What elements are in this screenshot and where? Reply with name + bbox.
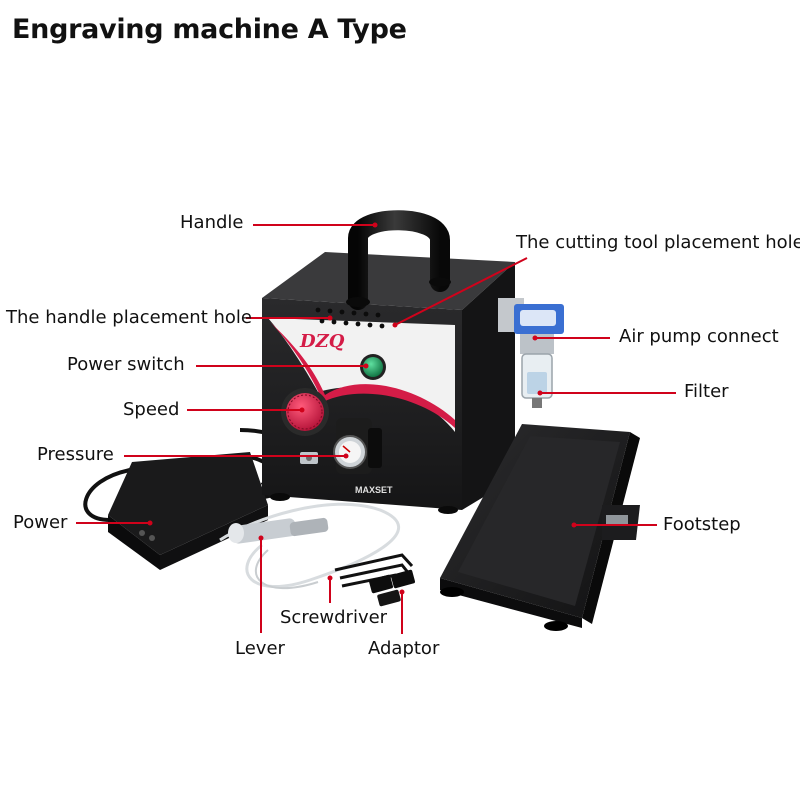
label-screwdriver: Screwdriver (280, 607, 388, 628)
label-footstep: Footstep (663, 514, 741, 535)
label-adaptor: Adaptor (368, 638, 440, 659)
label-pressure: Pressure (37, 444, 114, 465)
page-title: Engraving machine A Type (12, 14, 407, 45)
leader-lines (76, 222, 676, 634)
label-filter: Filter (684, 381, 729, 402)
label-handle: Handle (180, 212, 244, 233)
adaptor-image (369, 569, 415, 607)
foot-pedal-image (440, 424, 640, 631)
power-adapter-image (108, 452, 268, 570)
lever-handpiece-image (219, 502, 400, 590)
label-handle-hole: The handle placement hole (6, 307, 252, 328)
label-lever: Lever (235, 638, 285, 659)
leader-cutting-tool-hole (394, 257, 528, 326)
brand-logo: DZQ (299, 331, 345, 352)
brand-model: MAXSET (355, 485, 393, 495)
label-power-switch: Power switch (67, 354, 185, 375)
label-air-pump: Air pump connect (619, 326, 779, 347)
label-speed: Speed (123, 399, 180, 420)
engraving-machine-image (262, 210, 515, 514)
label-cutting-tool-hole: The cutting tool placement hole (516, 232, 800, 253)
label-power: Power (13, 512, 68, 533)
